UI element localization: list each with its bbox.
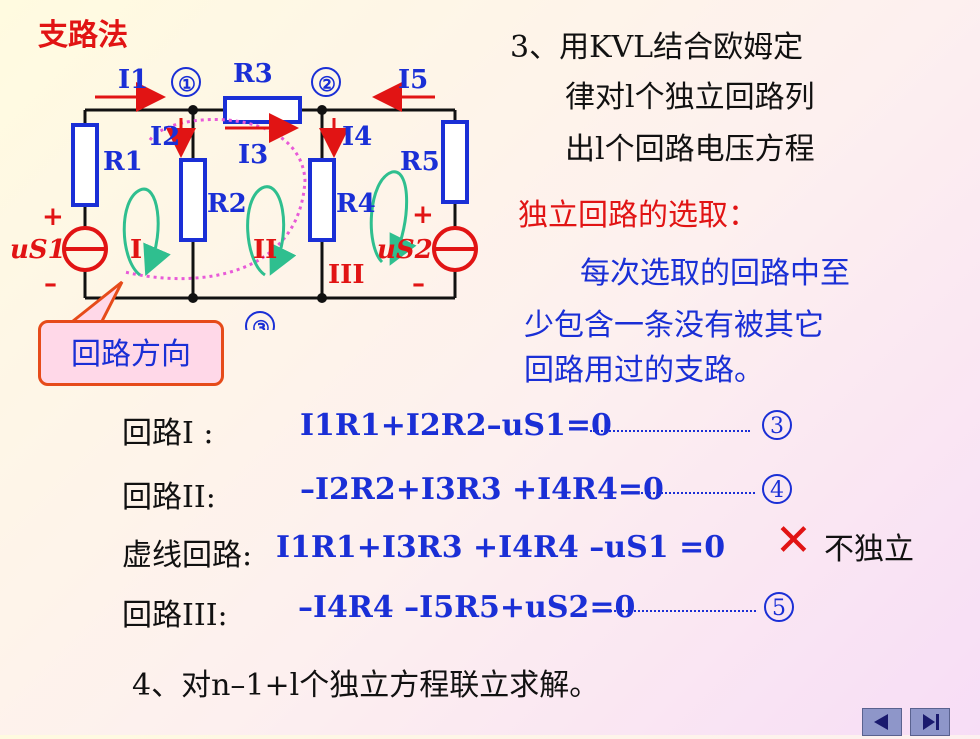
label-i2: I2 [150,122,180,152]
eq4-number: 5 [764,592,794,622]
eq1-number: 3 [762,410,792,440]
label-r5: R5 [400,147,440,177]
eq3-label: 虚线回路: [122,538,253,573]
dashed-loop [124,118,307,281]
cross-icon: ✕ [775,515,812,566]
step3-line3: 出l个回路电压方程 [565,132,815,167]
resistor-r1 [71,123,99,207]
eq4-expr: –I4R4 –I5R5+uS2=0 [298,590,636,625]
step4-text: 4、对n–1+l个独立方程联立求解。 [132,668,600,703]
next-slide-button[interactable] [910,708,950,736]
label-r1: R1 [103,147,143,177]
label-plus-1: + [42,202,64,232]
eq4-dots [598,610,756,612]
eq1-dots [590,430,750,432]
step3-line2: 律对l个独立回路列 [565,80,815,115]
label-i5: I5 [398,65,428,95]
label-r4: R4 [336,189,376,219]
label-loop-iii: III [328,260,365,290]
label-node1: ① [178,72,196,96]
label-us1: uS1 [10,235,66,265]
step3-line1: 3、用KVL结合欧姆定 [510,30,804,65]
slide-title: 支路法 [38,18,128,53]
not-independent-note: 不独立 [824,532,914,567]
selection-line2: 少包含一条没有被其它 [524,308,824,343]
eq2-label: 回路II: [122,480,216,515]
loop-ii-arc [246,185,297,277]
resistor-r4 [308,158,336,242]
label-loop-i: I [130,235,142,265]
circuit-diagram: I1 R3 I5 I2 I3 I4 R1 R5 R2 R4 ① ② ③ uS1 … [10,59,478,330]
loop-i-arc [122,187,171,277]
eq1-expr: I1R1+I2R2–uS1=0 [300,408,612,443]
label-minus-2: – [412,269,425,299]
label-plus-2: + [412,200,434,230]
label-r3: R3 [233,59,273,89]
eq1-label: 回路I : [122,416,214,451]
label-node2: ② [318,72,336,96]
label-node3: ③ [252,316,270,330]
label-i1: I1 [118,65,148,95]
previous-arrow-icon [874,714,888,730]
loop-iii-arc [369,170,417,266]
resistor-r2 [179,158,207,242]
eq2-expr: –I2R2+I3R3 +I4R4=0 [300,472,664,507]
eq2-dots [630,492,755,494]
resistor-r3 [223,96,302,124]
eq2-number: 4 [762,474,792,504]
eq4-label: 回路III: [122,598,228,633]
resistor-r5 [441,120,469,204]
next-arrow-icon [923,714,939,730]
label-loop-ii: II [253,235,277,265]
selection-line1: 每次选取的回路中至 [580,256,850,291]
prev-slide-button[interactable] [862,708,902,736]
label-us2: uS2 [377,235,433,265]
eq3-expr: I1R1+I3R3 +I4R4 –uS1 =0 [276,530,726,565]
label-minus-1: – [44,269,57,299]
loop-direction-callout: 回路方向 [38,320,224,386]
selection-heading: 独立回路的选取： [518,198,758,233]
label-i3: I3 [238,140,268,170]
label-r2: R2 [207,189,247,219]
selection-line3: 回路用过的支路。 [524,353,764,388]
circuit-wires [83,108,457,300]
label-i4: I4 [342,122,372,152]
